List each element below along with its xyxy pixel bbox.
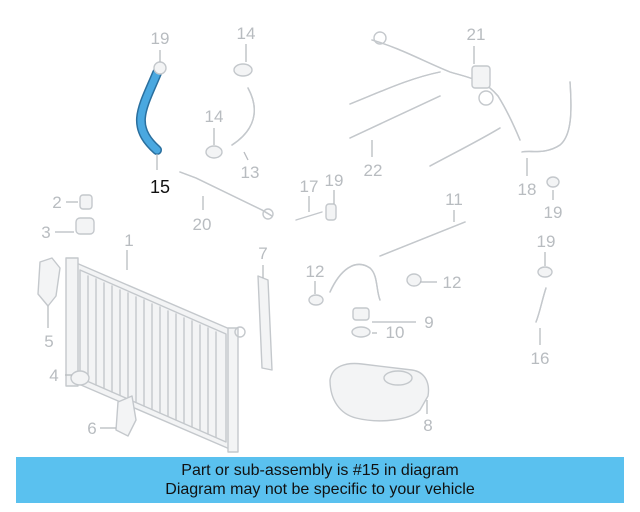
- banner-line-1: Part or sub-assembly is #15 in diagram: [181, 462, 459, 479]
- coolant-pipe-assembly-21: [349, 31, 521, 167]
- callout-20: 20: [193, 215, 212, 234]
- callout-18: 18: [518, 180, 537, 199]
- callout-12: 12: [306, 262, 325, 281]
- callout-19: 19: [544, 203, 563, 222]
- callout-13: 13: [241, 163, 260, 182]
- banner-line-2: Diagram may not be specific to your vehi…: [165, 481, 475, 498]
- info-banner: Part or sub-assembly is #15 in diagram D…: [16, 457, 624, 503]
- parts-diagram: 19 14 14 13 15 21 22 1 2 3 20 17 19 18 1…: [37, 24, 572, 453]
- callout-21: 21: [467, 25, 486, 44]
- callout-1: 1: [124, 231, 133, 250]
- callout-12: 12: [443, 273, 462, 292]
- callout-3: 3: [41, 223, 50, 242]
- reservoir-cap: [351, 307, 371, 338]
- callout-19: 19: [151, 29, 170, 48]
- callout-16: 16: [531, 349, 550, 368]
- callout-6: 6: [87, 419, 96, 438]
- callout-2: 2: [52, 193, 61, 212]
- callout-8: 8: [423, 416, 432, 435]
- coolant-hose-15: [135, 61, 167, 155]
- callout-17: 17: [300, 177, 319, 196]
- callout-14: 14: [205, 107, 224, 126]
- callout-10: 10: [386, 323, 405, 342]
- coolant-hose-18: [521, 81, 572, 188]
- coolant-hose-12: [308, 263, 422, 306]
- callout-leaders: [47, 44, 554, 429]
- callout-9: 9: [424, 313, 433, 332]
- radiator: [65, 257, 246, 453]
- callout-11: 11: [445, 190, 463, 209]
- callout-5: 5: [44, 332, 53, 351]
- radiator-mount-parts: [37, 194, 273, 437]
- coolant-pipe-11: [379, 221, 466, 257]
- coolant-hose-16: [535, 266, 553, 323]
- coolant-hose-17: [295, 203, 337, 221]
- callout-19: 19: [537, 232, 556, 251]
- callout-14: 14: [237, 24, 256, 43]
- coolant-hose-13: [205, 63, 255, 159]
- callout-15: 15: [150, 177, 170, 197]
- coolant-pipe-20: [179, 171, 274, 220]
- expansion-tank: [329, 362, 430, 422]
- callout-19: 19: [325, 171, 344, 190]
- callout-4: 4: [49, 366, 58, 385]
- callout-7: 7: [258, 244, 267, 263]
- callout-22: 22: [364, 161, 383, 180]
